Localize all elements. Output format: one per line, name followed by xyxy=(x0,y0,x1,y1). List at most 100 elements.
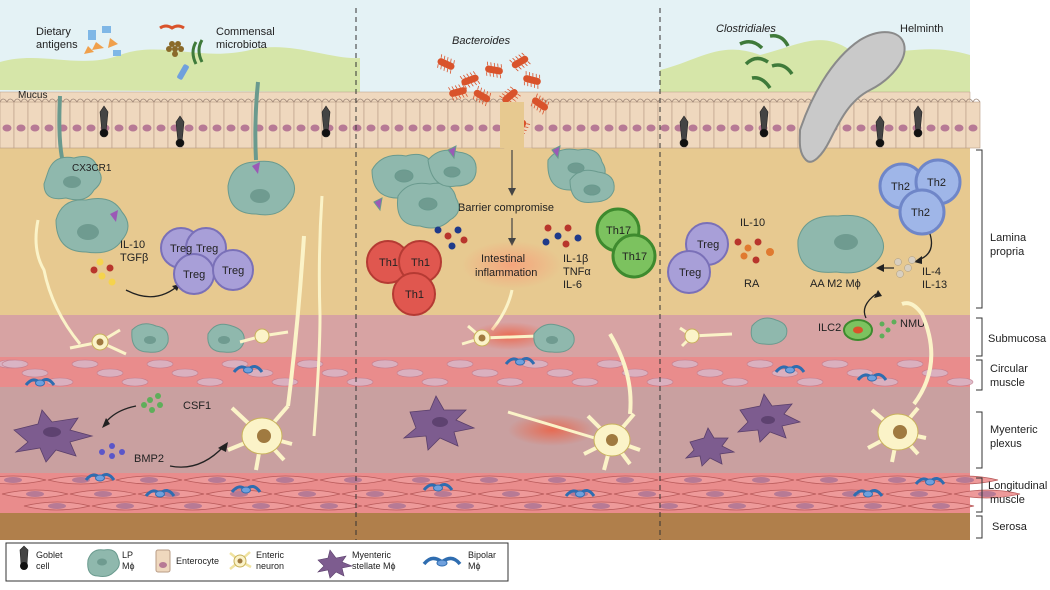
enterocyte-nucleus xyxy=(30,124,40,132)
microvilli xyxy=(881,98,897,103)
muscle-nucleus xyxy=(548,477,566,483)
circular-muscle-cell xyxy=(346,377,374,387)
microvilli xyxy=(181,98,197,103)
microvilli xyxy=(391,98,407,103)
microvilli xyxy=(587,98,603,103)
flagellum xyxy=(459,75,463,80)
bipolar-macrophage xyxy=(144,489,176,498)
circular-muscle-cell xyxy=(571,377,599,387)
enterocyte-nucleus xyxy=(16,124,26,132)
circular-muscle-cell xyxy=(921,368,949,378)
muscle-nucleus xyxy=(706,491,724,497)
bipolar-body xyxy=(785,366,795,374)
microvilli xyxy=(321,98,337,103)
il4-il13-dots xyxy=(894,256,916,278)
helminth-worm xyxy=(798,31,906,163)
flagellum xyxy=(448,87,451,91)
legend-enterocyte: Enterocyte xyxy=(155,549,219,573)
microvilli xyxy=(13,98,29,103)
treg-label: Treg xyxy=(679,267,701,279)
enterocyte-nucleus xyxy=(618,124,628,132)
enterocyte-nucleus xyxy=(702,124,712,132)
enteric-neuron-process xyxy=(34,219,82,345)
bipolar-body xyxy=(575,490,585,498)
enterocyte-nucleus xyxy=(408,124,418,132)
flagellum xyxy=(541,97,544,102)
enterocyte-nucleus xyxy=(310,124,320,132)
muscle-nucleus xyxy=(116,503,134,509)
bacterium-body xyxy=(461,74,479,86)
enterocyte-nucleus xyxy=(688,124,698,132)
microvilli xyxy=(335,98,351,103)
circular-muscle-cell xyxy=(146,359,174,369)
treg-cluster: Treg Treg xyxy=(667,222,729,294)
flagellum xyxy=(492,73,495,78)
microvilli xyxy=(307,98,323,103)
circular-muscle-cell xyxy=(71,359,99,369)
flagellum xyxy=(539,74,541,79)
flagellum xyxy=(500,64,502,68)
flagellum xyxy=(518,54,522,58)
enterocyte-nucleus xyxy=(786,124,796,132)
bacteroides-label: Bacteroides xyxy=(452,35,511,47)
microvilli xyxy=(293,98,309,103)
circular-muscle-cell xyxy=(371,359,399,369)
enterocyte-nucleus xyxy=(548,124,558,132)
enterocyte-nucleus xyxy=(772,124,782,132)
bipolar-macrophage xyxy=(914,477,946,486)
muscle-nucleus xyxy=(344,477,362,483)
bacteroides-cell xyxy=(530,93,550,115)
flagellum xyxy=(509,86,514,90)
submucosal-neuron xyxy=(69,328,127,356)
goblet-cell xyxy=(913,105,923,138)
muscle-nucleus xyxy=(184,503,202,509)
muscle-nucleus xyxy=(956,477,974,483)
bipolar-macrophage xyxy=(856,373,888,382)
microvilli xyxy=(615,98,631,103)
bmp2-label: BMP2 xyxy=(134,453,164,465)
circular-muscle-cell xyxy=(596,359,624,369)
microvilli xyxy=(909,98,925,103)
flagellum xyxy=(542,110,545,115)
myenteric-stellate-macrophage xyxy=(402,395,476,451)
flagellum xyxy=(440,65,442,70)
microvilli xyxy=(783,98,799,103)
th17-label: Th17 xyxy=(606,225,631,237)
muscle-nucleus xyxy=(774,491,792,497)
microvilli xyxy=(167,98,183,103)
arrow-bmp2 xyxy=(169,445,225,468)
microvilli xyxy=(685,98,701,103)
circular-muscle-cell xyxy=(496,377,524,387)
muscle-nucleus xyxy=(752,477,770,483)
flagellum xyxy=(463,74,466,79)
treg-label: Treg xyxy=(196,243,218,255)
bacteroides-cell xyxy=(472,85,492,107)
muscle-nucleus xyxy=(910,491,928,497)
flagellum xyxy=(446,68,449,73)
bacteroides-cell xyxy=(499,86,521,106)
enterocyte-nucleus xyxy=(926,124,936,132)
flagellum xyxy=(489,72,491,77)
microvilli xyxy=(349,98,365,103)
flagellum xyxy=(507,88,511,92)
treg-label: Treg xyxy=(170,243,192,255)
enterocyte-nucleus xyxy=(268,124,278,132)
panel-inflammation: Bacteroides Barrier compromise Intestina… xyxy=(366,35,657,471)
flagellum xyxy=(504,90,508,94)
circular-muscle-cell xyxy=(121,377,149,387)
circular-muscle-cell xyxy=(746,359,774,369)
neuron-axon xyxy=(507,410,609,444)
barrier-gap xyxy=(500,102,524,148)
flagellum xyxy=(518,66,522,70)
goblet-cell xyxy=(679,115,689,148)
myenteric-neuron xyxy=(227,235,306,471)
bacterium-body xyxy=(511,55,529,69)
svg-text:Enterocyte: Enterocyte xyxy=(176,556,219,566)
microvilli xyxy=(727,98,743,103)
lp-macrophage xyxy=(55,198,129,254)
muscle-nucleus xyxy=(932,503,950,509)
